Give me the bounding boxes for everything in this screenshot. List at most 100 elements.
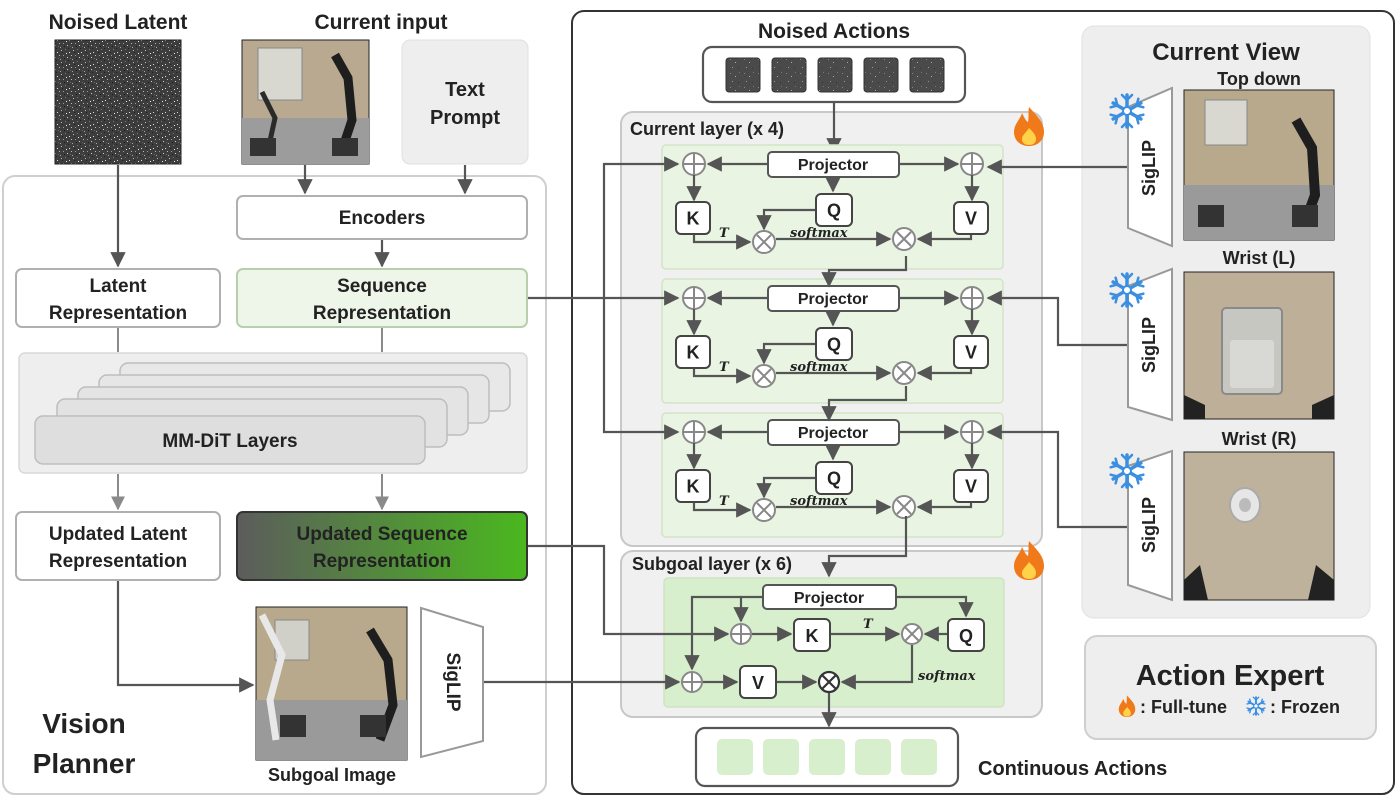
siglip-top-label: SigLIP <box>1139 140 1159 196</box>
snowflake-icon <box>1109 453 1145 489</box>
mmdit-stack: MM-DiT Layers <box>18 352 528 474</box>
subgoal-projector-label: Projector <box>794 590 864 607</box>
mul-v <box>892 227 916 251</box>
siglip-right-encoder: SigLIP <box>1127 449 1173 602</box>
current-view-title: Current View <box>1152 39 1300 66</box>
wrist-right-camera-image <box>1183 451 1335 601</box>
current-input-label: Current input <box>315 11 448 34</box>
q-box <box>815 327 853 361</box>
action-expert-legend <box>1084 635 1377 740</box>
text-prompt-box <box>401 39 529 165</box>
add-right <box>960 152 984 176</box>
legend-full-tune: : Full-tune <box>1140 697 1227 717</box>
fire-icon <box>1014 541 1044 580</box>
wrist-left-camera-image <box>1183 271 1335 420</box>
planner-siglip-encoder <box>420 606 484 759</box>
softmax-label: softmax <box>790 494 848 509</box>
add-left <box>682 420 706 444</box>
subgoal-q-label: Q <box>959 626 973 646</box>
v-label: V <box>965 476 977 496</box>
q-box <box>815 193 853 227</box>
latent-representation-line1: Latent <box>90 276 148 297</box>
action-expert-title: Action Expert <box>1136 660 1325 692</box>
updated-latent-box <box>15 511 221 581</box>
subgoal-image-label: Subgoal Image <box>268 765 396 785</box>
top-down-label: Top down <box>1217 69 1301 89</box>
sequence-representation-line1: Sequence <box>337 276 427 297</box>
subgoal-attention-block: Projector K Q V <box>663 577 1005 708</box>
noised-actions-label: Noised Actions <box>758 20 910 43</box>
updated-sequence-line1: Updated Sequence <box>296 524 467 545</box>
mul-kq <box>752 230 776 254</box>
subgoal-add-2 <box>681 671 703 693</box>
mul-v <box>892 361 916 385</box>
continuous-action-tokens <box>717 739 937 775</box>
subgoal-mul-2 <box>817 670 841 694</box>
transpose-label: T <box>719 494 730 509</box>
subgoal-v-label: V <box>752 673 764 693</box>
k-box <box>675 335 711 369</box>
add-left <box>682 286 706 310</box>
v-box <box>953 469 989 503</box>
add-right <box>960 286 984 310</box>
q-box <box>815 461 853 495</box>
subgoal-add-1 <box>730 623 752 645</box>
fire-icon <box>1014 107 1044 146</box>
subgoal-mul-1 <box>901 623 923 645</box>
vision-planner-title-line1: Vision <box>42 708 126 739</box>
updated-latent-line1: Updated Latent <box>49 524 188 545</box>
subgoal-image <box>255 606 408 761</box>
text-prompt-line2: Prompt <box>430 107 500 129</box>
updated-latent-line2: Representation <box>49 551 187 572</box>
k-label: K <box>687 208 700 228</box>
encoders-label: Encoders <box>339 208 426 229</box>
legend-frozen: : Frozen <box>1270 697 1340 717</box>
mmdit-label: MM-DiT Layers <box>162 431 297 452</box>
vision-planner-panel <box>2 175 547 795</box>
q-label: Q <box>827 200 841 220</box>
subgoal-k-box <box>793 618 831 652</box>
subgoal-layer-label: Subgoal layer (x 6) <box>632 554 792 574</box>
siglip-top-encoder: SigLIP <box>1127 86 1173 248</box>
v-label: V <box>965 342 977 362</box>
v-box <box>953 201 989 235</box>
subgoal-q-box <box>947 618 985 652</box>
k-box <box>675 201 711 235</box>
noised-latent-label: Noised Latent <box>49 11 188 34</box>
sequence-representation-box <box>236 268 528 328</box>
softmax-label: softmax <box>790 226 848 241</box>
projector-label: Projector <box>798 425 868 442</box>
k-box <box>675 469 711 503</box>
wrist-left-label: Wrist (L) <box>1223 248 1296 268</box>
v-box <box>953 335 989 369</box>
current-input-image <box>241 39 370 165</box>
siglip-right-label: SigLIP <box>1139 497 1159 553</box>
mul-kq <box>752 498 776 522</box>
subgoal-k-label: K <box>806 626 819 646</box>
vision-planner-title-line2: Planner <box>33 748 136 779</box>
v-label: V <box>965 208 977 228</box>
mul-v <box>892 495 916 519</box>
subgoal-v-box <box>739 665 777 699</box>
k-label: K <box>687 342 700 362</box>
text-prompt-line1: Text <box>445 79 485 101</box>
noised-action-tokens <box>725 57 945 93</box>
continuous-actions-label: Continuous Actions <box>978 758 1167 780</box>
planner-siglip-label: SigLIP <box>442 652 463 711</box>
k-label: K <box>687 476 700 496</box>
projector-label: Projector <box>798 291 868 308</box>
add-left <box>682 152 706 176</box>
latent-representation-line2: Representation <box>49 303 187 324</box>
latent-representation-box <box>15 268 221 328</box>
subgoal-transpose-label: T <box>863 617 874 632</box>
siglip-left-label: SigLIP <box>1139 317 1159 373</box>
transpose-label: T <box>719 226 730 241</box>
snowflake-icon <box>1246 696 1266 716</box>
wrist-right-label: Wrist (R) <box>1222 429 1297 449</box>
fire-icon <box>1118 695 1136 717</box>
transpose-label: T <box>719 360 730 375</box>
